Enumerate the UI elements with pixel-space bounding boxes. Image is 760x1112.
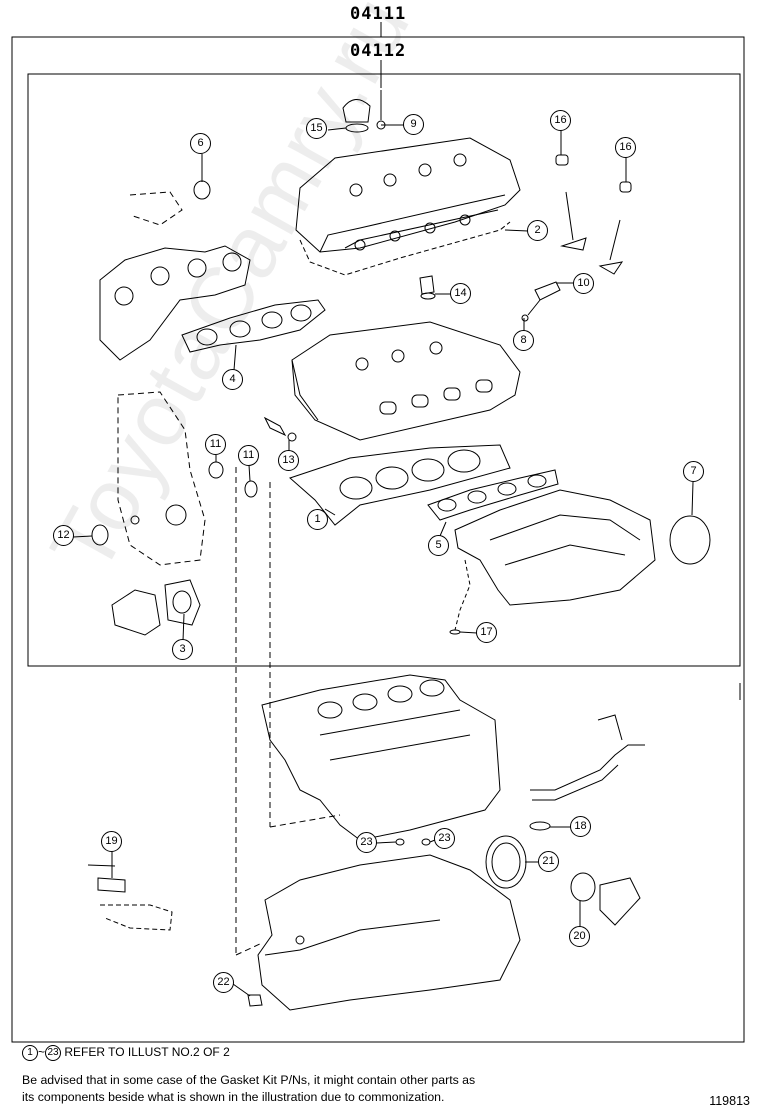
kit-code-inner: 04112 [350, 41, 407, 61]
dashed-guides [235, 467, 341, 956]
illustration-number: 119813 [709, 1094, 750, 1108]
throttle-body-gasket [669, 515, 711, 565]
callout-7[interactable]: 7 [683, 461, 704, 482]
callout-6[interactable]: 6 [190, 133, 211, 154]
callout-5[interactable]: 5 [428, 535, 449, 556]
leader-lines [72, 124, 694, 997]
callout-23a[interactable]: 23 [356, 832, 377, 853]
cylinder-block [261, 674, 501, 841]
dipstick-guide [454, 559, 471, 631]
kit-04111-frame [11, 36, 745, 1043]
water-bypass-pipe [529, 714, 645, 831]
o-ring-11a [208, 461, 224, 479]
callout-17[interactable]: 17 [476, 622, 497, 643]
note-from-number: 1 [22, 1045, 38, 1061]
callout-3[interactable]: 3 [172, 639, 193, 660]
intake-manifold [454, 489, 656, 606]
exhaust-manifold [99, 180, 326, 361]
advisory-line-2: its components beside what is shown in t… [22, 1090, 445, 1104]
intake-manifold-gasket [427, 469, 559, 521]
oil-pan [257, 854, 521, 1011]
advisory-line-1: Be advised that in some case of the Gask… [22, 1073, 476, 1087]
callout-19[interactable]: 19 [101, 831, 122, 852]
callout-14[interactable]: 14 [450, 283, 471, 304]
advisory-text: Be advised that in some case of the Gask… [22, 1072, 622, 1106]
callout-1[interactable]: 1 [307, 509, 328, 530]
front-oil-seal [570, 872, 596, 902]
injector-parts [419, 275, 561, 322]
callout-2[interactable]: 2 [527, 220, 548, 241]
o-ring-11b [244, 480, 258, 498]
oil-strainer [87, 864, 173, 931]
note-tilde: ~ [38, 1045, 46, 1060]
callout-8[interactable]: 8 [513, 330, 534, 351]
valve-cover [295, 137, 521, 276]
callout-13[interactable]: 13 [278, 450, 299, 471]
kit-04112-frame [27, 73, 741, 667]
plug-13 [263, 416, 287, 437]
kit-code-outer: 04111 [350, 4, 407, 24]
callout-16a[interactable]: 16 [550, 110, 571, 131]
oil-filler-cap [342, 90, 386, 133]
drain-plug [247, 994, 263, 1007]
callout-20[interactable]: 20 [569, 926, 590, 947]
valves [555, 154, 632, 275]
callout-16b[interactable]: 16 [615, 137, 636, 158]
callout-4[interactable]: 4 [222, 369, 243, 390]
callout-11a[interactable]: 11 [205, 434, 226, 455]
callout-10[interactable]: 10 [573, 273, 594, 294]
water-pump [111, 579, 201, 636]
timing-chain-cover [117, 391, 206, 566]
callout-22[interactable]: 22 [213, 972, 234, 993]
callout-18[interactable]: 18 [570, 816, 591, 837]
callout-12[interactable]: 12 [53, 525, 74, 546]
note-text: REFER TO ILLUST NO.2 OF 2 [64, 1045, 230, 1060]
refer-note: 1~23 REFER TO ILLUST NO.2 OF 2 [22, 1045, 230, 1061]
note-to-number: 23 [45, 1045, 62, 1061]
callout-23b[interactable]: 23 [434, 828, 455, 849]
cylinder-head [291, 321, 521, 441]
callout-9[interactable]: 9 [403, 114, 424, 135]
oil-seal-12 [91, 524, 109, 546]
callout-21[interactable]: 21 [538, 851, 559, 872]
callout-11b[interactable]: 11 [238, 445, 259, 466]
callout-15[interactable]: 15 [306, 118, 327, 139]
